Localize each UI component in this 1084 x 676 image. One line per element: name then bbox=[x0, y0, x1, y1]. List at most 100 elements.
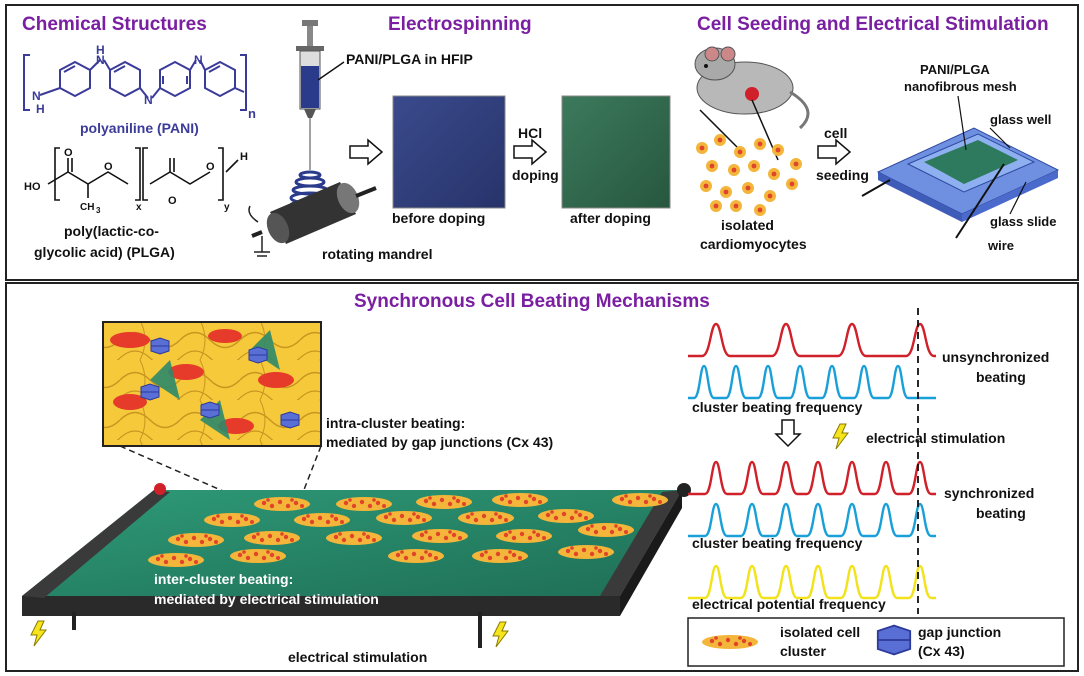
legend-gap-line1: gap junction bbox=[918, 624, 1001, 640]
mesh-before-doping bbox=[392, 95, 506, 209]
cluster-freq-label-1: cluster beating frequency bbox=[692, 399, 863, 415]
pani-label: polyaniline (PANI) bbox=[80, 120, 199, 136]
cell-cluster bbox=[244, 531, 300, 545]
cell-nucleus bbox=[737, 149, 743, 155]
slide-pointer bbox=[1009, 181, 1027, 215]
cell-nucleus bbox=[757, 141, 763, 147]
cell-cluster bbox=[336, 497, 392, 511]
plga-label-line1: poly(lactic-co- bbox=[64, 223, 159, 239]
isolated-label: isolated bbox=[721, 217, 774, 233]
cell-cluster bbox=[492, 493, 548, 507]
inset-pointer-left bbox=[119, 445, 263, 509]
cell-cluster bbox=[612, 493, 668, 507]
legend-cluster-line2: cluster bbox=[780, 643, 826, 659]
svg-text:O: O bbox=[64, 147, 73, 159]
cell-nucleus bbox=[745, 185, 751, 191]
plga-label-line2: glycolic acid) (PLGA) bbox=[34, 244, 175, 260]
svg-text:x: x bbox=[136, 202, 142, 213]
potential-freq-label: electrical potential frequency bbox=[692, 596, 886, 612]
inter-cluster-line1: inter-cluster beating: bbox=[154, 571, 293, 587]
intra-cluster-line1: intra-cluster beating: bbox=[326, 415, 465, 431]
magnified-inset bbox=[102, 321, 322, 447]
mesh-label-line2: nanofibrous mesh bbox=[904, 79, 1017, 94]
glass-well-label: glass well bbox=[990, 112, 1051, 127]
cell-nucleus bbox=[713, 203, 719, 209]
cell-cluster bbox=[326, 531, 382, 545]
mesh-label-line1: PANI/PLGA bbox=[920, 62, 990, 77]
cell-nucleus bbox=[723, 189, 729, 195]
cell-nucleus bbox=[771, 171, 777, 177]
solution-label: PANI/PLGA in HFIP bbox=[346, 51, 473, 67]
arrow-icon bbox=[817, 138, 852, 166]
cell-label: cell bbox=[824, 125, 847, 141]
cell-nucleus bbox=[775, 147, 781, 153]
down-arrow-icon bbox=[774, 419, 802, 448]
cell-cluster bbox=[230, 549, 286, 563]
unsync-line2: beating bbox=[976, 369, 1026, 385]
svg-text:N: N bbox=[96, 53, 105, 67]
mandrel-label: rotating mandrel bbox=[322, 246, 432, 262]
glass-slide-label: glass slide bbox=[990, 214, 1056, 229]
cell-cluster bbox=[558, 545, 614, 559]
intra-cluster-line2: mediated by gap junctions (Cx 43) bbox=[326, 434, 553, 450]
stim-bottom-label: electrical stimulation bbox=[288, 649, 427, 665]
bottom-panel-frame bbox=[5, 282, 1079, 672]
cell-cluster bbox=[412, 529, 468, 543]
mesh-pointer bbox=[957, 95, 967, 151]
lightning-icon bbox=[832, 423, 849, 450]
unsync-blue-wave bbox=[688, 364, 936, 400]
cell-cluster bbox=[376, 511, 432, 525]
cell-nucleus bbox=[709, 163, 715, 169]
cardiomyocytes-label: cardiomyocytes bbox=[700, 236, 807, 252]
svg-text:N: N bbox=[194, 53, 203, 67]
well-pointer bbox=[989, 127, 1011, 149]
plga-atoms: HO O O O O CH 3 x y H bbox=[24, 147, 248, 215]
cell-cluster bbox=[148, 553, 204, 567]
cell-cluster bbox=[578, 523, 634, 537]
cell-cluster bbox=[294, 513, 350, 527]
cell-cluster bbox=[538, 509, 594, 523]
top-panel-frame bbox=[5, 4, 1079, 281]
cell-cluster bbox=[388, 549, 444, 563]
arrow-icon bbox=[513, 138, 548, 166]
legend-cluster-line1: isolated cell bbox=[780, 624, 860, 640]
syringe-icon bbox=[296, 20, 345, 170]
cell-nucleus bbox=[731, 167, 737, 173]
cell-nucleus bbox=[789, 181, 795, 187]
svg-text:n: n bbox=[248, 106, 256, 121]
svg-text:y: y bbox=[224, 202, 230, 213]
cell-cluster bbox=[254, 497, 310, 511]
cell-nucleus bbox=[767, 193, 773, 199]
seeding-label: seeding bbox=[816, 167, 869, 183]
sync-red-wave bbox=[688, 460, 936, 496]
wire-label: wire bbox=[987, 238, 1014, 253]
svg-text:O: O bbox=[104, 161, 113, 173]
inter-cluster-line2: mediated by electrical stimulation bbox=[154, 591, 379, 607]
after-doping-label: after doping bbox=[570, 210, 651, 226]
svg-text:H: H bbox=[96, 43, 105, 57]
svg-text:H: H bbox=[36, 102, 45, 116]
cell-nucleus bbox=[757, 207, 763, 213]
cell-cluster bbox=[458, 511, 514, 525]
unsync-line1: unsynchronized bbox=[942, 349, 1049, 365]
waveform-traces bbox=[688, 322, 936, 600]
mesh-after-doping bbox=[561, 95, 671, 209]
legend-gap-line2: (Cx 43) bbox=[918, 643, 965, 659]
pani-atoms: H N N N N H n bbox=[32, 43, 256, 121]
rat-icon bbox=[694, 46, 810, 161]
chemical-structures-title: Chemical Structures bbox=[22, 14, 207, 35]
sync-line1: synchronized bbox=[944, 485, 1034, 501]
cell-nucleus bbox=[717, 137, 723, 143]
doping-label: doping bbox=[512, 167, 559, 183]
electrospinning-title: Electrospinning bbox=[388, 14, 532, 35]
cell-cluster bbox=[496, 529, 552, 543]
svg-text:N: N bbox=[144, 93, 153, 107]
mechanisms-title: Synchronous Cell Beating Mechanisms bbox=[354, 291, 710, 312]
plga-structure bbox=[47, 147, 239, 201]
pani-structure bbox=[23, 54, 247, 111]
cell-cluster bbox=[168, 533, 224, 547]
cluster-freq-label-2: cluster beating frequency bbox=[692, 535, 863, 551]
arrow-icon bbox=[349, 138, 384, 166]
